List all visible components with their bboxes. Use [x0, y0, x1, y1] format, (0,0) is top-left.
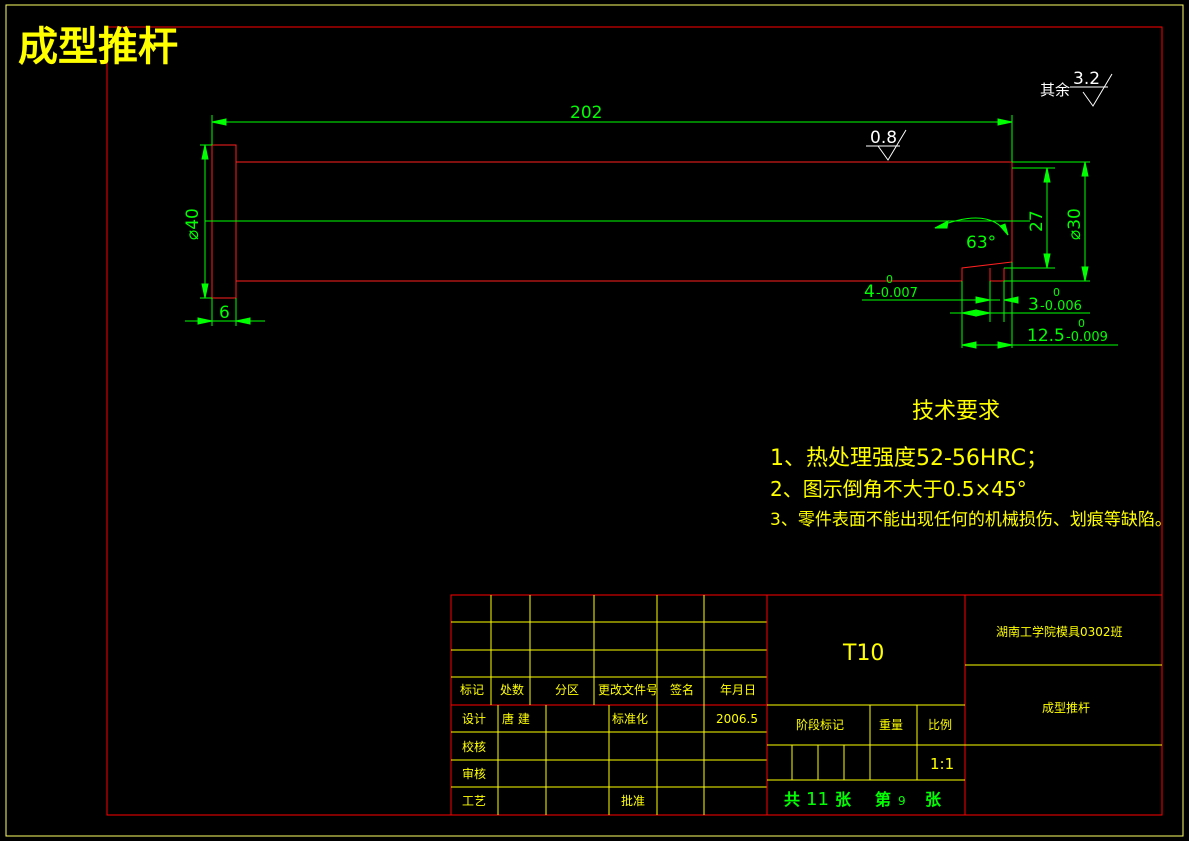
tb-scale: 比例	[928, 718, 952, 732]
tb-col-doc: 更改文件号	[598, 682, 658, 697]
tb-date: 2006.5	[716, 712, 758, 726]
dim-d1-upper: 0	[886, 273, 893, 286]
tech-heading: 技术要求	[912, 399, 1000, 424]
tb-scale-value: 1:1	[930, 755, 954, 773]
tb-org: 湖南工学院模具0302班	[996, 624, 1123, 639]
tb-weight: 重量	[879, 718, 903, 732]
roughness-surface-value: 0.8	[870, 128, 897, 148]
dim-d2-upper: 0	[1053, 286, 1060, 299]
tb-col-mark: 标记	[460, 683, 484, 697]
roughness-other-label: 其余	[1040, 81, 1070, 99]
dim-d3-lower: -0.009	[1066, 330, 1108, 345]
dim-neck-dia: 27	[1027, 210, 1047, 232]
tb-col-sign: 签名	[670, 682, 694, 697]
tb-standardize: 标准化	[612, 712, 648, 726]
tb-check: 校核	[462, 739, 486, 754]
dim-head-dia: ⌀40	[183, 208, 203, 240]
tb-approve: 批准	[621, 793, 645, 808]
outer-border	[5, 4, 1184, 837]
tb-sheets-total: 11	[806, 789, 829, 810]
tb-stage-mark: 阶段标记	[796, 717, 844, 732]
tb-sheets: 共 11 张 第 9 张	[784, 789, 942, 810]
tb-col-zone: 分区	[555, 683, 579, 697]
tb-material: T10	[842, 641, 884, 666]
dim-shaft-dia: ⌀30	[1065, 208, 1085, 240]
dim-d3-main: 12.5	[1027, 326, 1065, 346]
tech-line-2: 2、图示倒角不大于0.5×45°	[770, 477, 1027, 501]
dim-d1-lower: -0.007	[876, 286, 918, 301]
title-block-text: 标记 处数 分区 更改文件号 签名 年月日 设计 唐 建 标准化 2006.5 …	[460, 624, 1123, 808]
dim-angle: 63°	[966, 233, 996, 253]
tb-col-date: 年月日	[720, 683, 756, 697]
dim-head-len: 6	[219, 303, 230, 323]
dimension-lines	[185, 115, 1118, 349]
tb-sheet-pre: 第	[875, 790, 891, 809]
dim-d2-main: 3	[1028, 295, 1039, 315]
tb-sheet-no: 9	[898, 794, 906, 808]
dim-length: 202	[570, 103, 602, 123]
tech-line-1: 1、热处理强度52-56HRC；	[770, 446, 1048, 471]
tb-design: 设计	[462, 712, 486, 726]
tb-process: 工艺	[462, 794, 486, 808]
part-outline	[211, 144, 1013, 299]
dim-d3-upper: 0	[1078, 317, 1085, 330]
tb-sheets-total-pre: 共	[784, 790, 800, 809]
drawing-title: 成型推杆	[18, 24, 178, 70]
tb-review: 审核	[462, 766, 486, 781]
tb-sheets-total-post: 张	[835, 790, 852, 809]
title-block	[450, 594, 1163, 816]
dim-d1-main: 4	[864, 282, 875, 302]
tb-part-name: 成型推杆	[1042, 701, 1090, 715]
roughness-surface-icon	[877, 129, 907, 161]
tb-sheet-post: 张	[925, 790, 942, 809]
tb-designer: 唐 建	[502, 711, 530, 726]
roughness-other-value: 3.2	[1073, 69, 1100, 89]
tb-col-count: 处数	[500, 682, 524, 697]
tech-line-3: 3、零件表面不能出现任何的机械损伤、划痕等缺陷。	[770, 510, 1172, 530]
dim-d2-lower: -0.006	[1040, 299, 1082, 314]
roughness-symbol-icon	[1082, 73, 1113, 107]
